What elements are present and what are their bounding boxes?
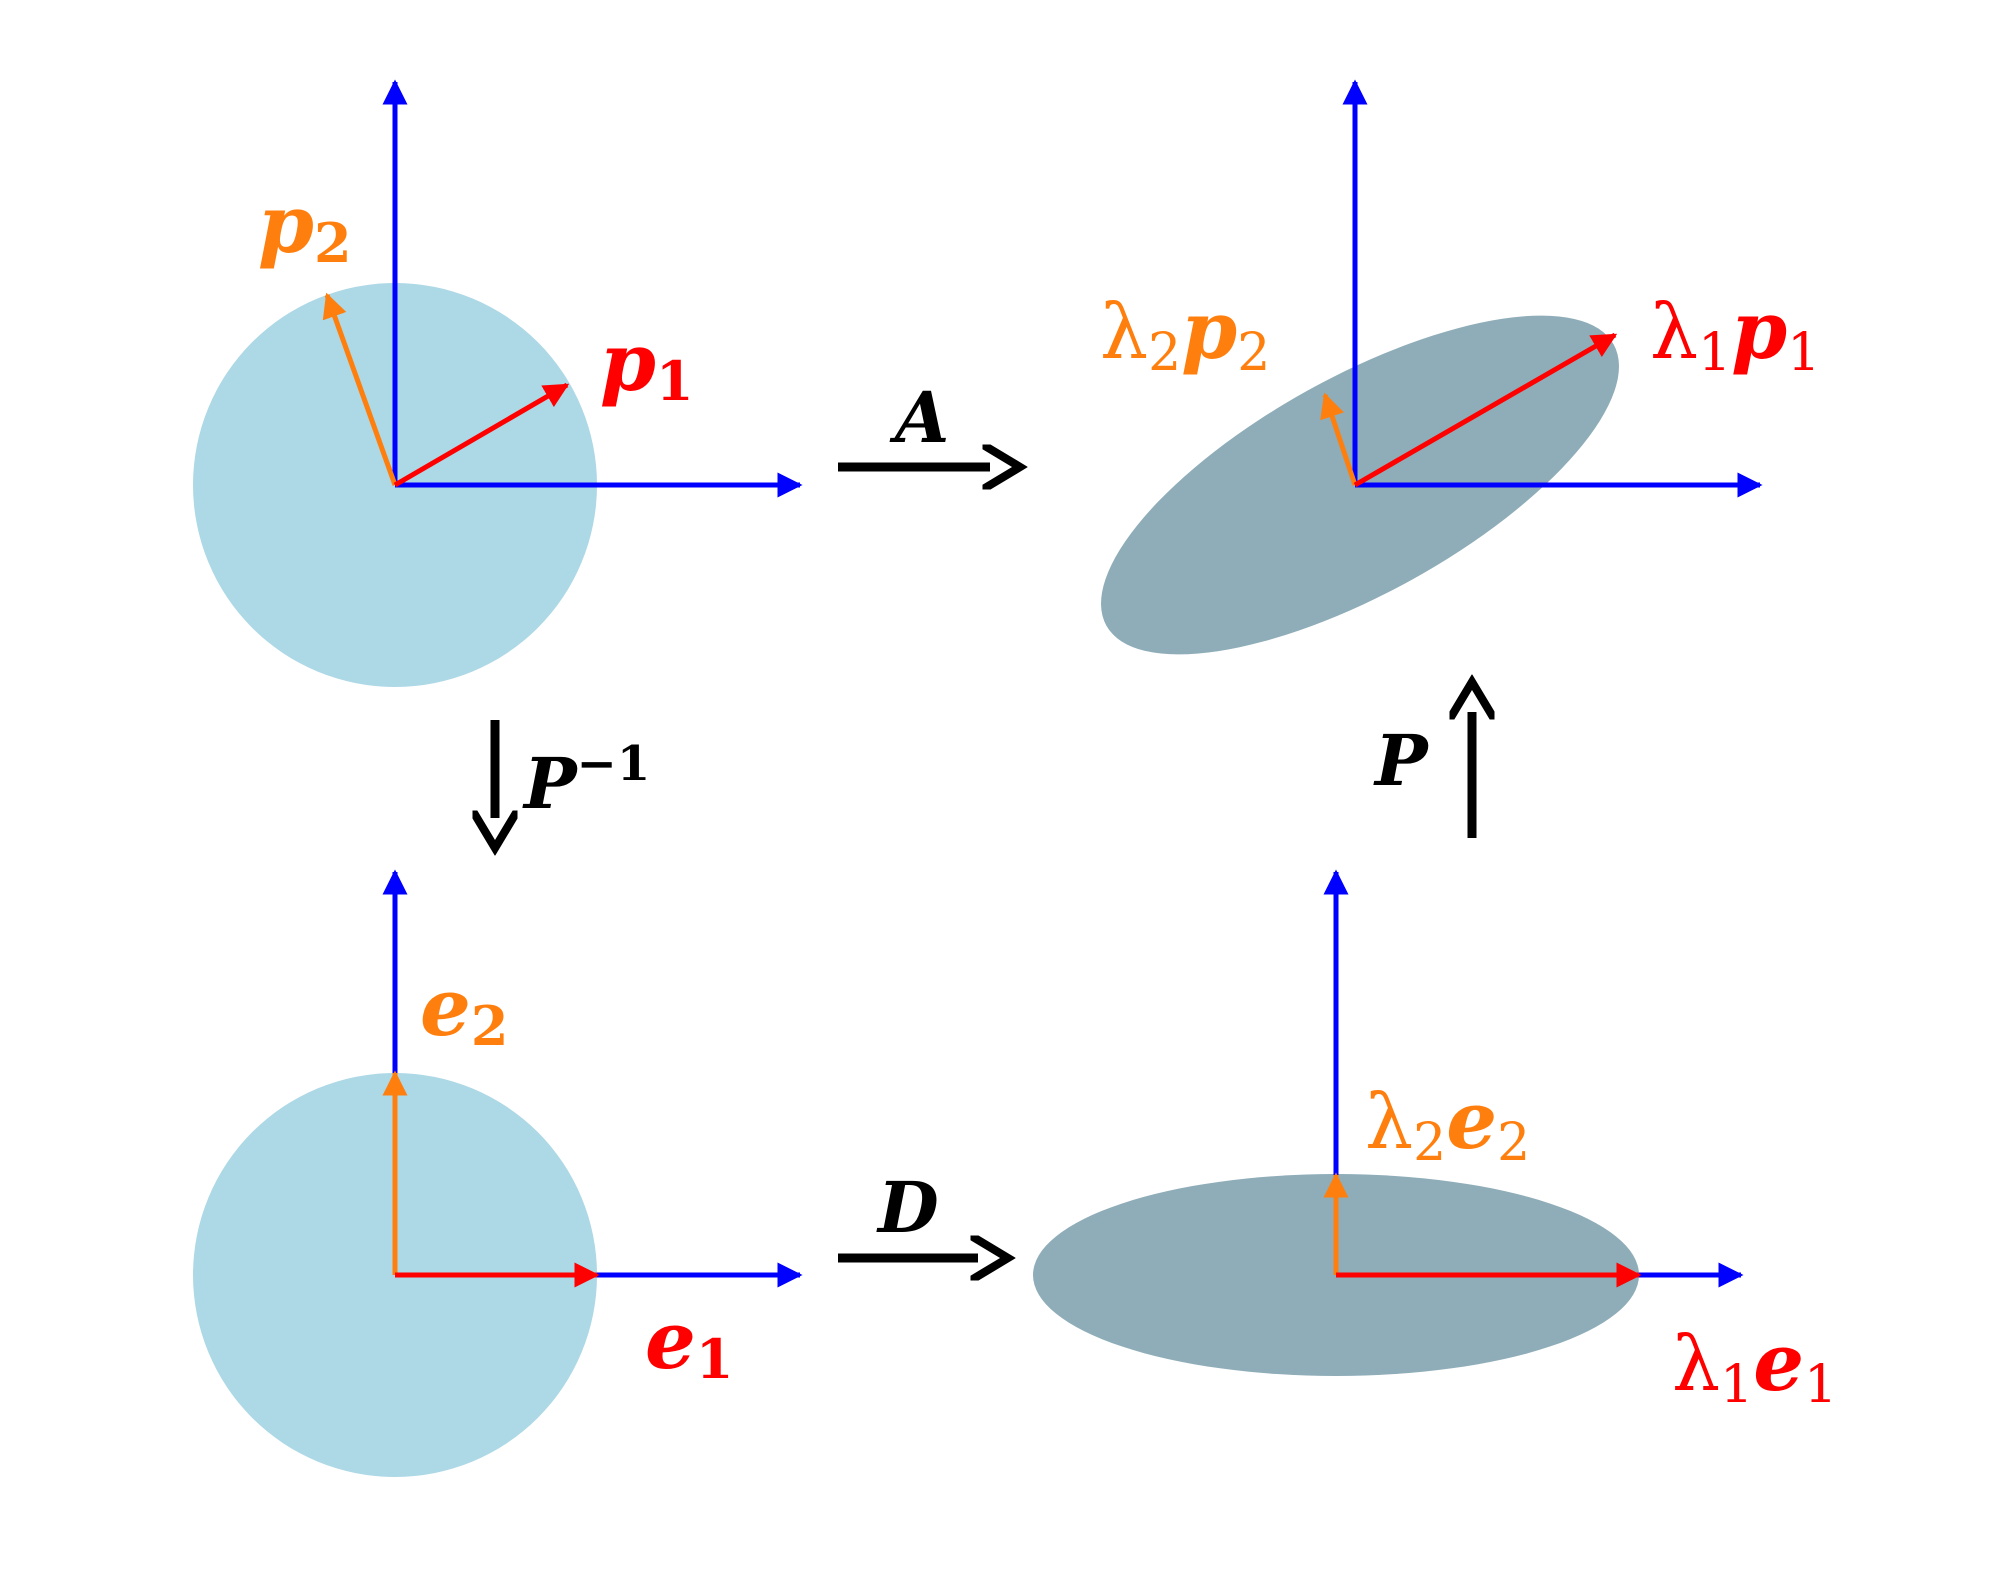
vector-p1-arrow: [393, 382, 570, 488]
label-lambda1-e1: λ1e1: [1672, 1315, 1837, 1415]
vector-lambda1-p1-arrow: [1353, 332, 1618, 488]
map-P-inverse-label: P−1: [522, 736, 650, 825]
label-lambda2-e2: λ2e2: [1365, 1073, 1530, 1173]
label-e2: e2: [420, 960, 508, 1058]
label-p2: p2: [258, 177, 352, 275]
map-D: D: [838, 1166, 978, 1258]
map-P: P: [1373, 712, 1472, 838]
vector-lambda2-p2-arrow: [1320, 392, 1358, 486]
map-A: A: [838, 376, 990, 467]
map-P-label: P: [1373, 719, 1430, 802]
label-lambda1-p1: λ1p1: [1650, 283, 1820, 383]
panel-bottom-right: λ2e2 λ1e1: [1033, 869, 1837, 1415]
vector-p2-arrow: [322, 292, 398, 486]
map-D-label: D: [876, 1166, 939, 1249]
label-e1: e1: [645, 1293, 733, 1391]
panel-bottom-left: e2 e1: [193, 869, 803, 1477]
panel-top-right: λ2p2 λ1p1: [1100, 79, 1820, 655]
map-P-inverse: P−1: [495, 720, 650, 825]
map-A-label: A: [889, 376, 949, 459]
panel-top-left: p2 p1: [193, 79, 803, 687]
label-lambda2-p2: λ2p2: [1100, 283, 1270, 383]
label-p1: p1: [600, 315, 694, 413]
